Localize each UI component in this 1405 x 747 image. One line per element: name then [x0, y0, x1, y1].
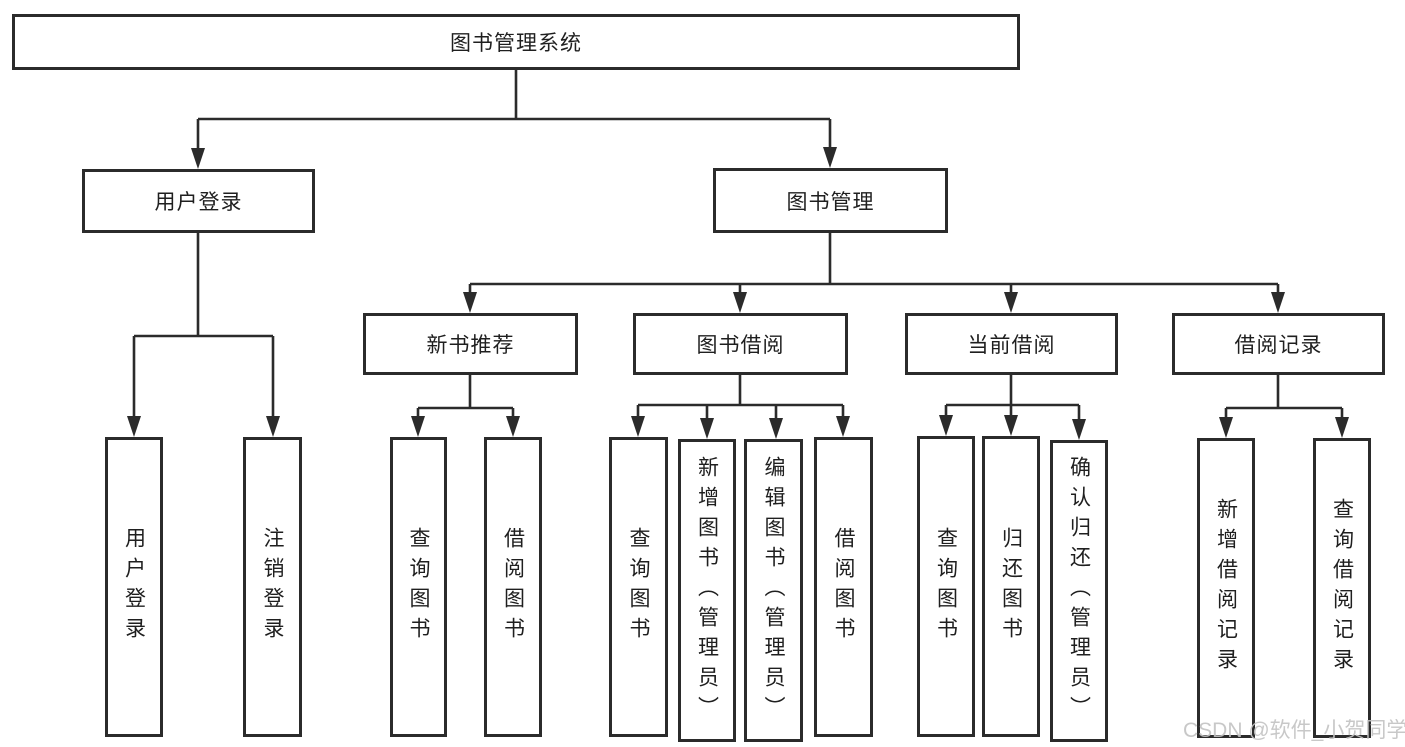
node-label: 查询图书	[627, 527, 650, 647]
arrowhead	[1271, 292, 1285, 313]
node-label: 用户登录	[122, 527, 146, 647]
node-label: 查询图书	[407, 527, 430, 647]
node-label: 查询借阅记录	[1330, 498, 1354, 678]
node-cb-confirm-return-admin: 确认归还（管理员）	[1050, 440, 1108, 742]
arrowhead	[631, 416, 645, 437]
node-nbr-borrow-books: 借阅图书	[484, 437, 542, 737]
node-nbr-query-books: 查询图书	[390, 437, 447, 737]
arrowhead	[823, 147, 837, 168]
csdn-watermark: CSDN @软件_小贺同学	[1183, 719, 1405, 742]
node-bb-borrow-books: 借阅图书	[814, 437, 873, 737]
node-label: 借阅图书	[832, 527, 855, 647]
arrowhead	[1219, 417, 1233, 438]
node-new-book-recommend: 新书推荐	[363, 313, 578, 375]
arrowhead	[836, 416, 850, 437]
arrowhead	[127, 416, 141, 437]
node-cb-return-books: 归还图书	[982, 436, 1040, 737]
arrowhead	[506, 416, 520, 437]
arrowhead	[1004, 292, 1018, 313]
node-label: 注销登录	[261, 527, 284, 647]
arrowhead	[463, 292, 477, 313]
node-label: 查询图书	[934, 526, 958, 647]
node-user-login: 用户登录	[82, 169, 315, 233]
node-bb-query-books: 查询图书	[609, 437, 668, 737]
node-user-login-leaf: 用户登录	[105, 437, 163, 737]
arrowhead	[733, 292, 747, 313]
node-borrowing-records: 借阅记录	[1172, 313, 1385, 375]
node-label: 编辑图书（管理员）	[762, 455, 785, 726]
arrowhead	[939, 415, 953, 436]
node-library-management-system: 图书管理系统	[12, 14, 1020, 70]
node-label: 借阅图书	[501, 527, 525, 647]
node-label: 新增借阅记录	[1214, 498, 1238, 678]
node-label: 确认归还（管理员）	[1067, 456, 1091, 726]
arrowhead	[769, 418, 783, 439]
arrowhead	[1335, 417, 1349, 438]
arrowhead	[411, 416, 425, 437]
arrowhead	[700, 418, 714, 439]
arrowhead	[1004, 415, 1018, 436]
arrowhead	[266, 416, 280, 437]
node-label: 归还图书	[999, 526, 1023, 647]
node-br-add-record: 新增借阅记录	[1197, 438, 1255, 738]
arrowhead	[1072, 419, 1086, 440]
node-book-borrowing: 图书借阅	[633, 313, 848, 375]
node-book-management: 图书管理	[713, 168, 948, 233]
node-bb-edit-books-admin: 编辑图书（管理员）	[744, 439, 803, 742]
node-logout: 注销登录	[243, 437, 302, 737]
arrowhead	[191, 148, 205, 169]
node-current-borrowing: 当前借阅	[905, 313, 1118, 375]
node-label: 新增图书（管理员）	[695, 455, 719, 726]
node-bb-add-books-admin: 新增图书（管理员）	[678, 439, 736, 742]
node-cb-query-books: 查询图书	[917, 436, 975, 737]
node-br-query-record: 查询借阅记录	[1313, 438, 1371, 738]
